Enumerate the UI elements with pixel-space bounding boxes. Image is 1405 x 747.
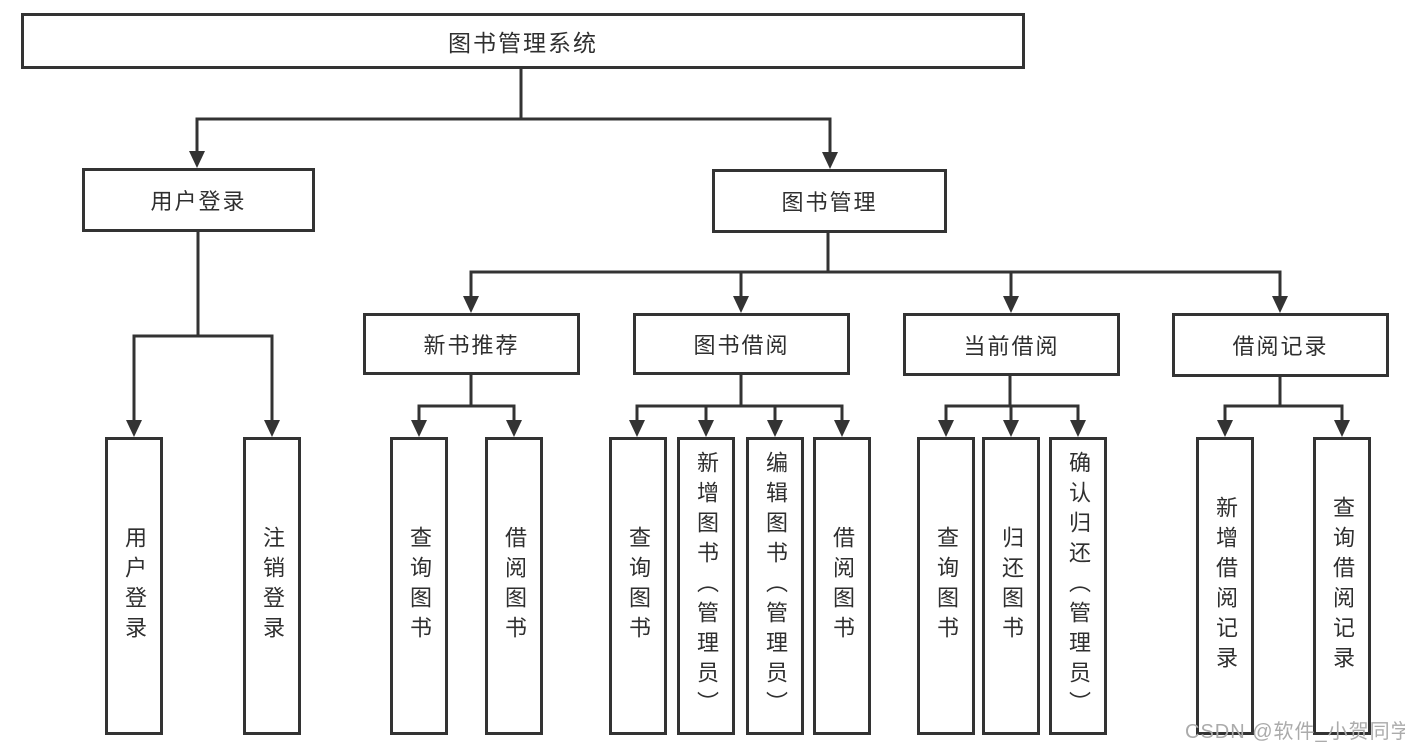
node-new-book-recommend: 新书推荐 <box>363 313 580 375</box>
leaf-add-borrow-record-label: 新增借阅记录 <box>1213 496 1238 676</box>
leaf-borrow-query-books: 查询图书 <box>609 437 667 735</box>
node-current-borrow: 当前借阅 <box>903 313 1120 376</box>
node-user-login: 用户登录 <box>82 168 315 232</box>
connector-borrow-to-leaves <box>629 375 850 437</box>
leaf-query-borrow-record: 查询借阅记录 <box>1313 437 1371 735</box>
leaf-confirm-return-admin: 确认归还（管理员） <box>1049 437 1107 735</box>
leaf-return-books: 归还图书 <box>982 437 1040 735</box>
node-book-borrow: 图书借阅 <box>633 313 850 375</box>
leaf-current-query-books: 查询图书 <box>917 437 975 735</box>
leaf-add-borrow-record: 新增借阅记录 <box>1196 437 1254 735</box>
leaf-borrow-books: 借阅图书 <box>813 437 871 735</box>
leaf-logout: 注销登录 <box>243 437 301 735</box>
leaf-recommend-borrow-books: 借阅图书 <box>485 437 543 735</box>
leaf-recommend-query-books: 查询图书 <box>390 437 448 735</box>
connector-records-to-leaves <box>1217 375 1350 437</box>
leaf-user-login-label: 用户登录 <box>122 526 147 646</box>
node-borrow-records: 借阅记录 <box>1172 313 1389 377</box>
leaf-recommend-borrow-books-label: 借阅图书 <box>502 526 527 646</box>
connector-current-to-leaves <box>938 375 1086 437</box>
leaf-add-books-admin-label: 新增图书（管理员） <box>694 451 719 721</box>
connector-root-to-level2 <box>189 69 838 169</box>
leaf-recommend-query-books-label: 查询图书 <box>407 526 432 646</box>
connector-login-to-leaves <box>126 232 280 437</box>
connector-recommend-to-leaves <box>411 375 522 437</box>
leaf-confirm-return-admin-label: 确认归还（管理员） <box>1066 451 1091 721</box>
node-book-management: 图书管理 <box>712 169 947 233</box>
leaf-query-borrow-record-label: 查询借阅记录 <box>1330 496 1355 676</box>
leaf-add-books-admin: 新增图书（管理员） <box>677 437 735 735</box>
node-system-root: 图书管理系统 <box>21 13 1025 69</box>
leaf-borrow-query-books-label: 查询图书 <box>626 526 651 646</box>
leaf-borrow-books-label: 借阅图书 <box>830 526 855 646</box>
leaf-user-login: 用户登录 <box>105 437 163 735</box>
leaf-return-books-label: 归还图书 <box>999 526 1024 646</box>
leaf-current-query-books-label: 查询图书 <box>934 526 959 646</box>
leaf-edit-books-admin-label: 编辑图书（管理员） <box>763 451 788 721</box>
csdn-watermark: CSDN @软件_小贺同学 <box>1185 721 1405 743</box>
leaf-edit-books-admin: 编辑图书（管理员） <box>746 437 804 735</box>
connector-mgmt-to-level3 <box>463 233 1288 313</box>
leaf-logout-label: 注销登录 <box>260 526 285 646</box>
